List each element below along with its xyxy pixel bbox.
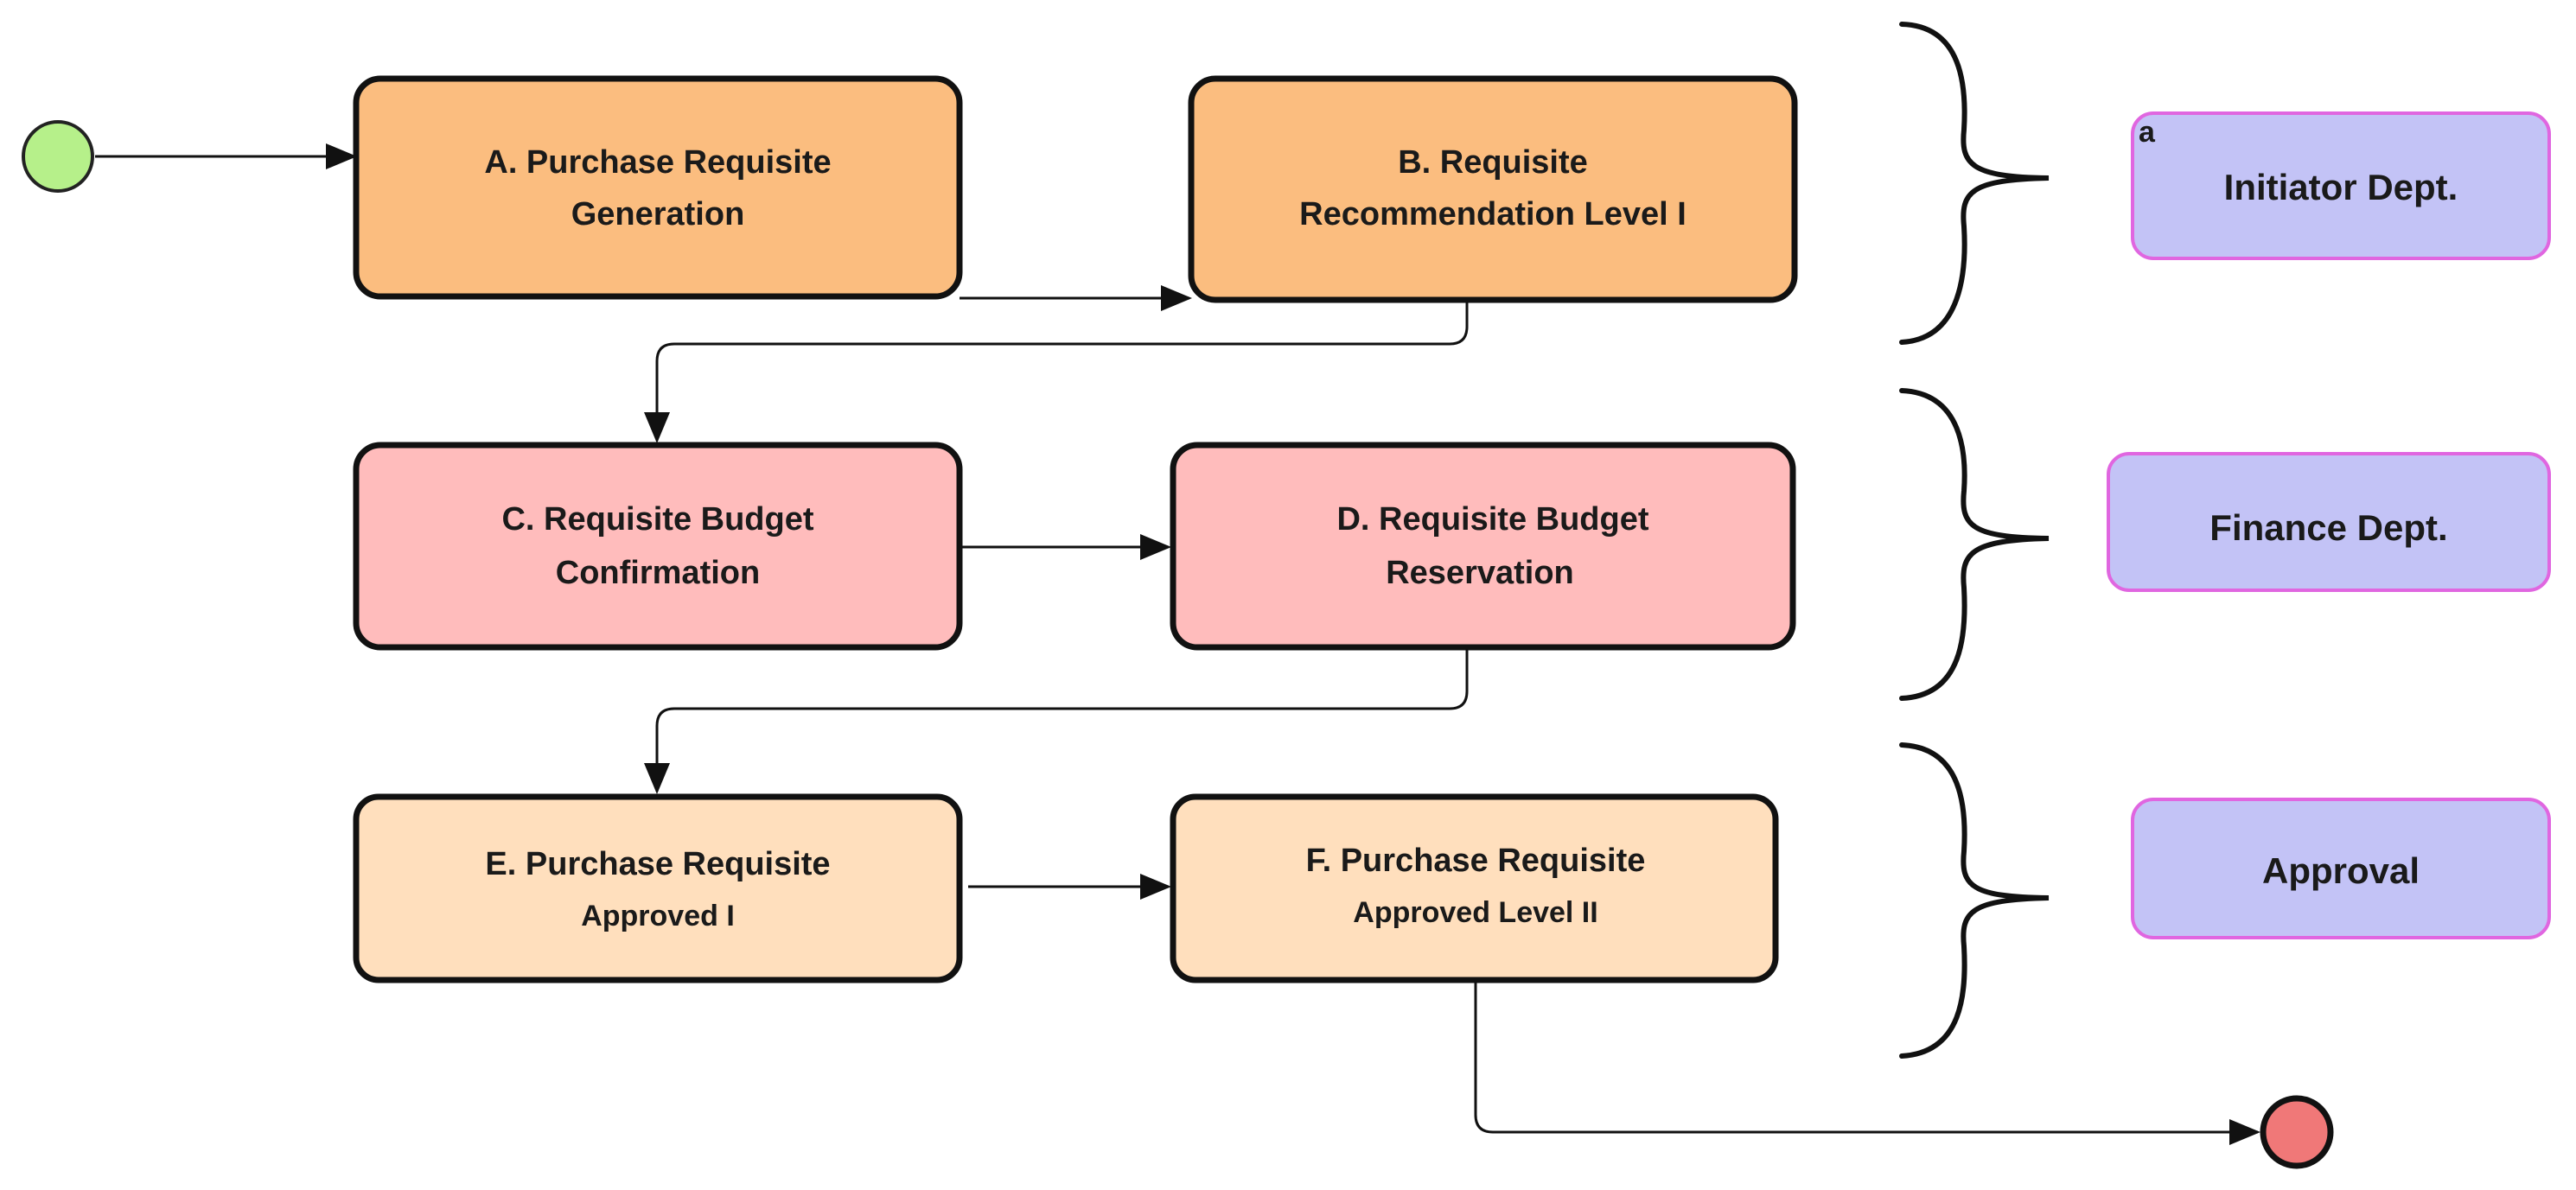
activity-label-line1: B. Requisite (1398, 144, 1588, 181)
activity-box (1170, 442, 1796, 651)
end-event (2260, 1095, 2334, 1169)
start-event (22, 120, 94, 193)
department-label: Finance Dept. (2209, 507, 2447, 548)
department-box (2131, 111, 2551, 260)
department-label: Initiator Dept. (2224, 167, 2458, 207)
department-box (2131, 798, 2551, 939)
activity-label-line1: D. Requisite Budget (1336, 501, 1648, 538)
brace-approval (1899, 742, 2050, 1059)
activity-a[interactable]: A. Purchase Requisite Generation (353, 75, 963, 300)
brace-finance (1899, 388, 2050, 701)
flow-connectors (95, 143, 2260, 1145)
department-box (2107, 452, 2551, 592)
brace-initiator (1899, 22, 2050, 345)
flow-b-to-c (644, 302, 1469, 443)
flow-f-to-end (1474, 983, 2260, 1145)
department-label: Approval (2262, 850, 2420, 891)
activity-d[interactable]: D. Requisite Budget Reservation (1170, 442, 1796, 651)
activity-label-line1: C. Requisite Budget (501, 501, 813, 538)
lane-braces (1899, 22, 2050, 1059)
activity-label-line1: F. Purchase Requisite (1306, 843, 1646, 879)
activity-box (353, 75, 963, 300)
activity-label-line2: Approved Level II (1353, 896, 1597, 929)
department-corner-mark: a (2139, 116, 2156, 149)
activity-label-line2: Reservation (1386, 555, 1574, 591)
flow-d-to-e (644, 649, 1469, 794)
activity-box (353, 442, 963, 651)
activity-label-line2: Generation (571, 196, 745, 232)
department-approval: Approval (2131, 798, 2551, 939)
activity-box (1170, 793, 1779, 983)
activity-label-line1: A. Purchase Requisite (484, 144, 831, 181)
activity-box (353, 793, 963, 983)
activity-label-line2: Recommendation Level I (1299, 196, 1687, 232)
department-finance: Finance Dept. (2107, 452, 2551, 592)
activity-e[interactable]: E. Purchase Requisite Approved I (353, 793, 963, 983)
activity-box (1188, 75, 1798, 303)
activity-b[interactable]: B. Requisite Recommendation Level I (1188, 75, 1798, 303)
activity-label-line1: E. Purchase Requisite (485, 846, 830, 882)
activity-label-line2: Confirmation (556, 555, 760, 591)
activity-c[interactable]: C. Requisite Budget Confirmation (353, 442, 963, 651)
activity-f[interactable]: F. Purchase Requisite Approved Level II (1170, 793, 1779, 983)
department-initiator: a Initiator Dept. (2131, 111, 2551, 260)
activity-label-line2: Approved I (581, 900, 735, 932)
